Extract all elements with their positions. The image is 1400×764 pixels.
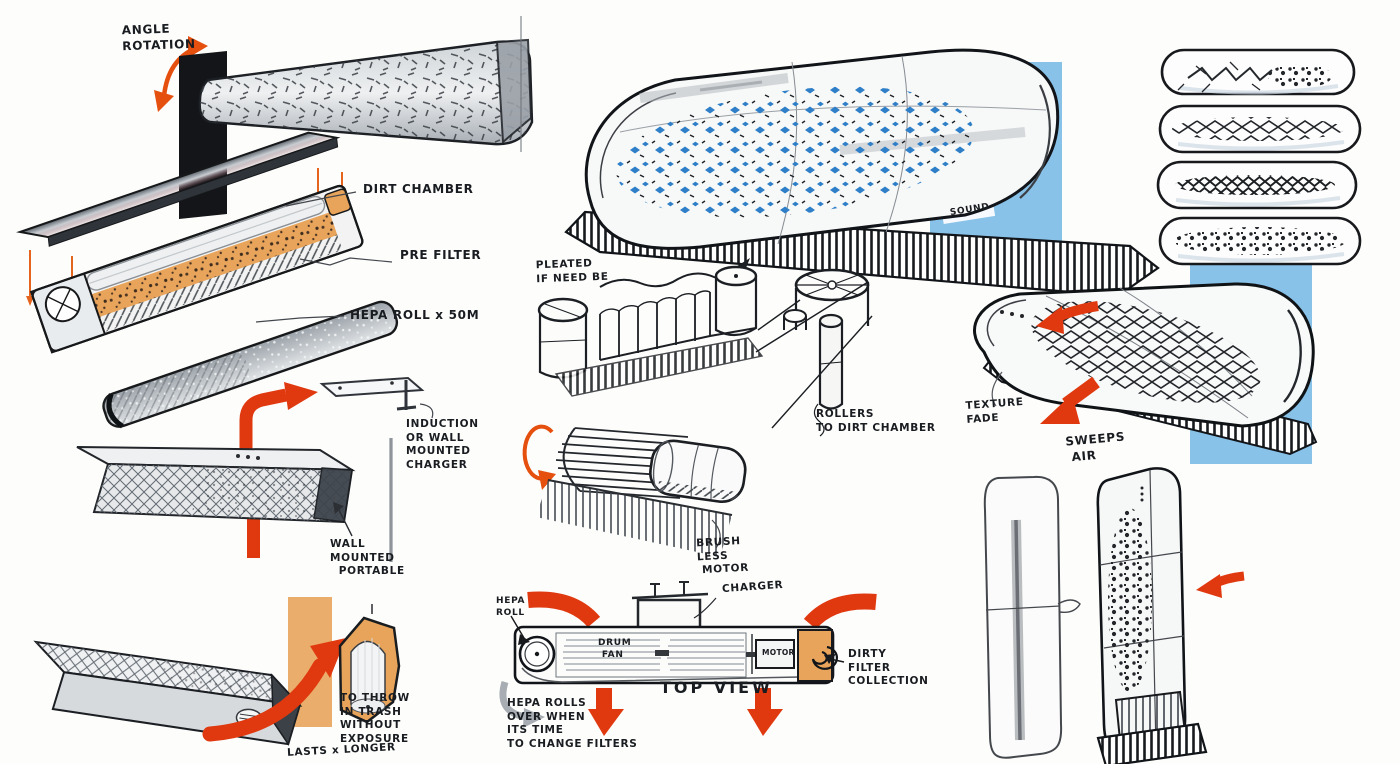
- filter-cartridge: [338, 604, 401, 724]
- label-top-view: TOP VIEW: [660, 678, 773, 697]
- label-pleated: PLEATED IF NEED BE: [535, 257, 609, 285]
- tower-base: [1096, 722, 1208, 764]
- texture-pills-sketch: [1156, 48, 1362, 266]
- label-brushless: BRUSH LESS MOTOR: [695, 535, 750, 577]
- spin-arrow-icon: [522, 424, 556, 490]
- label-leaders: [255, 191, 393, 323]
- sweep-arrow-icon: [1040, 376, 1100, 424]
- brushless-motor-sketch: [522, 424, 747, 557]
- filter-body-bar: [29, 184, 364, 354]
- charger-bracket: [319, 376, 425, 411]
- exhaust-arrow-left-icon: [588, 688, 624, 736]
- label-motor: MOTOR: [762, 648, 795, 657]
- label-pre-filter: PRE FILTER: [400, 248, 482, 262]
- tower-perforated: [1096, 467, 1208, 764]
- label-induction-charger: INDUCTION OR WALL MOUNTED CHARGER: [406, 418, 479, 471]
- wall-bar-sketch: [76, 376, 434, 562]
- bottom-panel: [102, 300, 399, 429]
- rotation-arrow-icon: [154, 36, 208, 112]
- label-hepa-rolls-over: HEPA ROLLS OVER WHEN ITS TIME TO CHANGE …: [507, 697, 638, 750]
- roll-left: [537, 297, 589, 379]
- label-hepa-roll: HEPA ROLL x 50M: [350, 308, 480, 322]
- roll-over-arrow-icon: [499, 680, 545, 728]
- pleated-filter-sketch: [537, 258, 764, 397]
- label-texture-fade: TEXTURE FADE: [965, 396, 1025, 426]
- label-to-throw: TO THROW IN TRASH WITHOUT EXPOSURE: [340, 692, 410, 745]
- pleats: [599, 290, 757, 361]
- roll-right: [714, 265, 758, 337]
- rollers-sketch: [755, 268, 873, 437]
- drum-fan-topview: [563, 639, 745, 671]
- label-hepa-roll-small: HEPA ROLL: [496, 596, 526, 618]
- label-dirty-filter: DIRTY FILTER COLLECTION: [848, 648, 929, 688]
- motor-cylinder: [649, 439, 747, 504]
- airflow-in-left-icon: [527, 591, 601, 628]
- label-sweeps-air: SWEEPS AIR: [1064, 429, 1126, 465]
- label-drum-fan: DRUM FAN: [598, 638, 632, 660]
- label-angle-rotation: ANGLE ROTATION: [121, 21, 197, 53]
- throw-arrow-icon: [202, 638, 346, 742]
- label-dirt-chamber: DIRT CHAMBER: [363, 182, 474, 196]
- motor-topview: [755, 639, 795, 669]
- hero-product-sketch: [564, 48, 1160, 298]
- tower-sketches: [983, 467, 1245, 764]
- top-view-schematic: [499, 581, 877, 736]
- pill-pattern-zigzag: [1177, 61, 1332, 93]
- disposal-sketch: [33, 597, 401, 746]
- tower-arrow-icon: [1196, 571, 1245, 598]
- exploded-filter-sketch: [16, 131, 399, 429]
- drum-fan-cylinder: [555, 427, 695, 499]
- tower-blank: [983, 475, 1081, 759]
- charger-dock: [631, 581, 717, 632]
- label-wall-mounted: WALL MOUNTED PORTABLE: [330, 538, 405, 578]
- sweep-product-sketch: [973, 262, 1318, 464]
- intake-arrow-icon: [1036, 301, 1099, 334]
- charge-arrow-icon: [239, 382, 318, 452]
- exhaust-arrow-right-icon: [747, 688, 783, 736]
- dirt-chamber-band: [91, 212, 338, 318]
- lid-bar: [16, 131, 341, 247]
- label-rollers: ROLLERS TO DIRT CHAMBER: [816, 408, 936, 434]
- dirty-filter-bin: [797, 629, 839, 682]
- transfer-roller: [818, 313, 844, 410]
- charge-beam: [247, 510, 260, 558]
- airflow-in-right-icon: [803, 593, 877, 630]
